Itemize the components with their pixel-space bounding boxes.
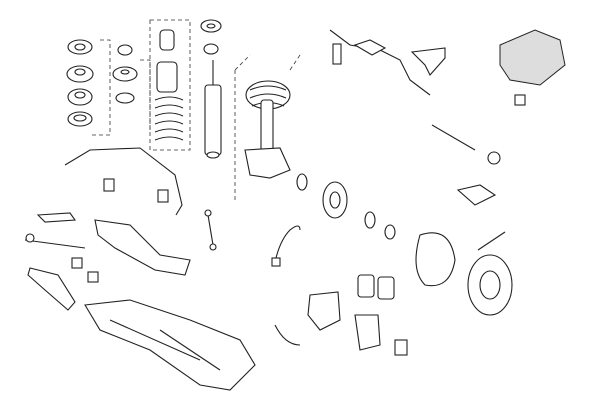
spring-and-boot[interactable] [149,19,191,151]
strut-assembly[interactable] [234,54,301,200]
subframe[interactable] [84,299,256,391]
brake-hose[interactable] [477,231,506,251]
track-control-arm[interactable] [94,219,191,276]
lower-control-arm[interactable] [27,267,76,311]
tie-rod-left[interactable] [24,233,86,249]
abs-sensor-front[interactable] [271,225,301,267]
idler-arm[interactable] [456,184,497,206]
wheel-bearing-parts[interactable] [296,173,396,240]
stabilizer-link[interactable] [204,209,217,251]
control-arm-upper[interactable] [36,212,77,223]
brake-disc-shield[interactable] [415,232,456,287]
wear-sensor[interactable] [274,324,408,356]
top-mount-right[interactable] [200,19,222,55]
brake-pads[interactable] [357,274,395,300]
caliper-bracket[interactable] [354,314,381,351]
stabilizer-bar[interactable] [64,147,183,216]
steering-gear[interactable] [499,29,566,106]
brake-disc[interactable] [467,254,513,316]
bump-stop-stack[interactable] [112,44,151,130]
steering-tie-rod[interactable] [329,29,431,96]
bushings[interactable] [71,257,99,283]
strut-mount-stack-left[interactable] [66,39,111,136]
pitman-arm[interactable] [410,47,446,76]
track-rod[interactable] [431,124,501,165]
shock-absorber[interactable] [204,60,222,159]
brake-caliper[interactable] [307,291,341,331]
